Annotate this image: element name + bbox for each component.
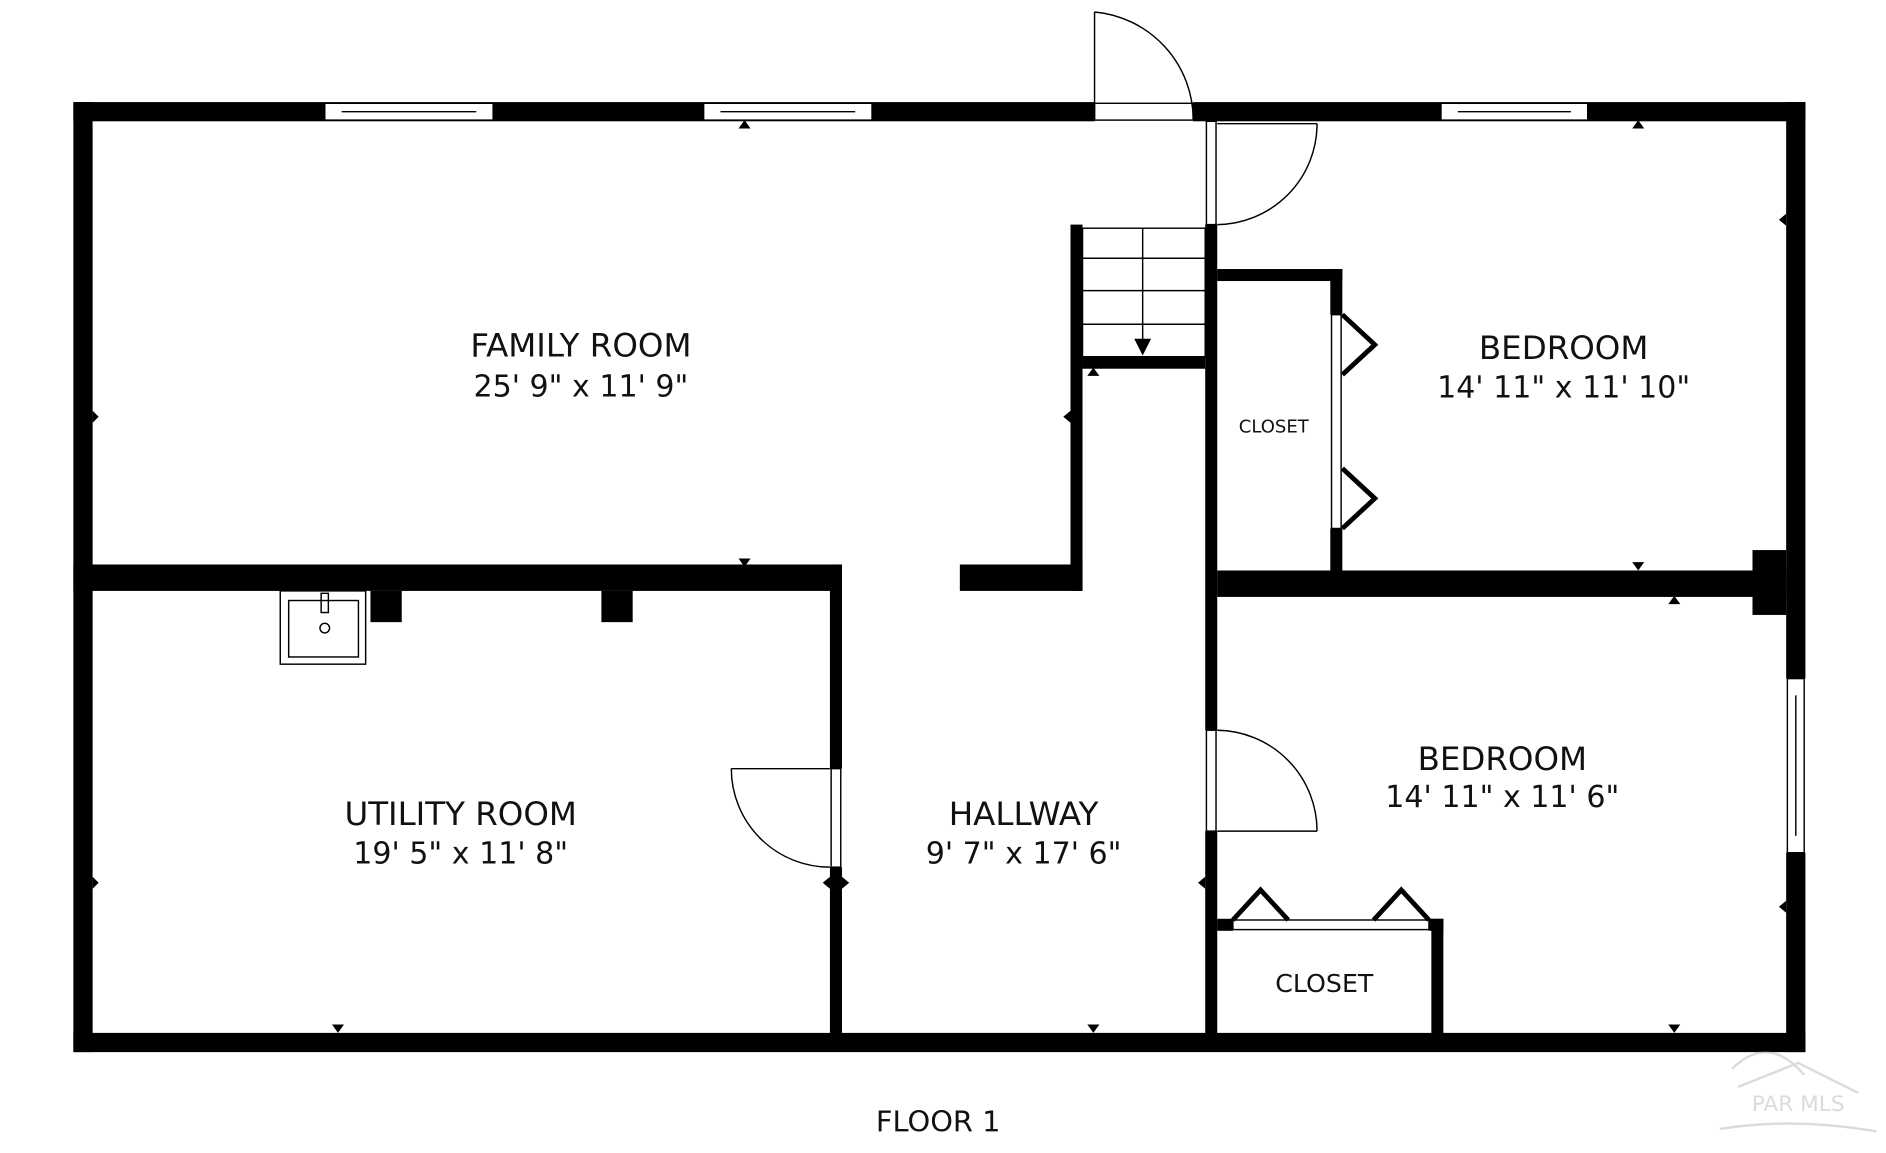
watermark-logo: PAR MLS xyxy=(1719,1051,1877,1133)
bedroom-1-label: BEDROOM xyxy=(1479,329,1648,367)
closet-1-label: CLOSET xyxy=(1239,416,1310,437)
stairs xyxy=(1081,227,1206,358)
stair-arrow-icon xyxy=(1134,338,1152,356)
utility-room-label: UTILITY ROOM xyxy=(344,795,576,833)
bedroom-1-dims: 14' 11" x 11' 10" xyxy=(1437,371,1690,406)
bedroom-2-dims: 14' 11" x 11' 6" xyxy=(1385,780,1619,815)
doors xyxy=(730,11,1431,931)
floor-label: FLOOR 1 xyxy=(876,1104,1001,1138)
windows xyxy=(324,102,1805,854)
dimension-markers xyxy=(92,120,1787,1033)
utility-room-dims: 19' 5" x 11' 8" xyxy=(353,837,568,872)
svg-text:PAR MLS: PAR MLS xyxy=(1752,1092,1845,1117)
family-room-label: FAMILY ROOM xyxy=(470,327,691,365)
closet-2-label: CLOSET xyxy=(1275,969,1374,998)
hallway-label: HALLWAY xyxy=(949,795,1099,833)
sink xyxy=(279,590,367,665)
family-room-dims: 25' 9" x 11' 9" xyxy=(474,369,689,404)
walls xyxy=(73,102,1806,1053)
hallway-dims: 9' 7" x 17' 6" xyxy=(926,837,1122,872)
bedroom-2-label: BEDROOM xyxy=(1418,740,1587,778)
